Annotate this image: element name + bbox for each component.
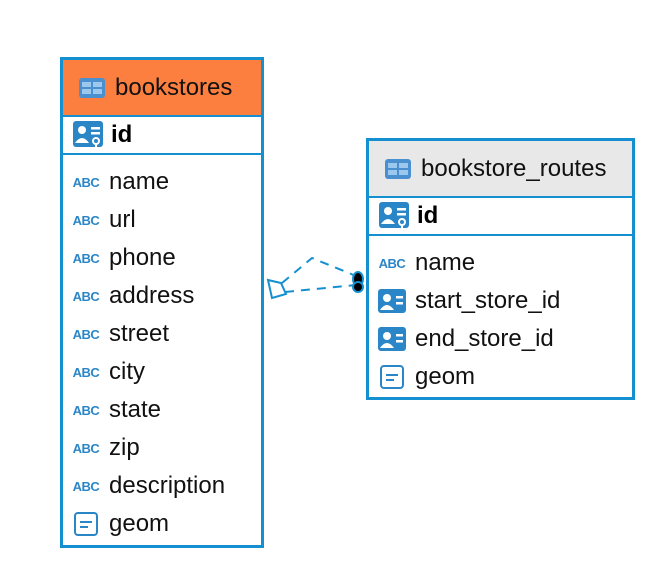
column-name: name	[415, 249, 476, 276]
column-name: id	[111, 121, 133, 148]
column-name: geom	[415, 363, 476, 390]
column-name: address	[109, 282, 195, 309]
column-name: city	[109, 358, 145, 385]
column-name: description	[109, 472, 226, 499]
table-header[interactable]: bookstores	[63, 60, 261, 117]
column-name: start_store_id	[415, 287, 561, 314]
relationship-line	[281, 256, 357, 293]
column-name: state	[109, 396, 162, 423]
column-row[interactable]: ABC name	[369, 244, 632, 282]
geometry-icon	[375, 364, 409, 390]
abc-text-icon: ABC	[72, 174, 100, 190]
column-name: url	[109, 206, 136, 233]
column-name: street	[109, 320, 170, 347]
abc-text-icon: ABC	[72, 478, 100, 494]
abc-text-icon: ABC	[72, 440, 100, 456]
column-row[interactable]: geom	[369, 358, 632, 396]
table-icon	[381, 158, 415, 180]
column-row[interactable]: ABC phone	[63, 239, 261, 277]
diamond-end-icon	[266, 278, 288, 300]
column-row[interactable]: ABC state	[63, 391, 261, 429]
many-end-icon	[352, 271, 364, 293]
table-name: bookstores	[115, 73, 233, 101]
abc-text-icon: ABC	[72, 212, 100, 228]
table-icon	[75, 77, 109, 99]
abc-text-icon: ABC	[72, 402, 100, 418]
column-row[interactable]: ABC address	[63, 277, 261, 315]
column-row[interactable]: ABC url	[63, 201, 261, 239]
foreign-key-icon	[375, 326, 409, 352]
abc-text-icon: ABC	[72, 250, 100, 266]
column-name: zip	[109, 434, 140, 461]
abc-text-icon: ABC	[72, 364, 100, 380]
foreign-key-icon	[375, 288, 409, 314]
primary-key-icon	[71, 120, 105, 150]
column-row[interactable]: start_store_id	[369, 282, 632, 320]
column-row[interactable]: ABC name	[63, 163, 261, 201]
column-row[interactable]: ABC street	[63, 315, 261, 353]
abc-text-icon: ABC	[72, 288, 100, 304]
abc-text-icon: ABC	[72, 326, 100, 342]
primary-key-icon	[377, 201, 411, 231]
column-row[interactable]: end_store_id	[369, 320, 632, 358]
abc-text-icon: ABC	[378, 255, 406, 271]
column-name: name	[109, 168, 170, 195]
column-name: id	[417, 202, 439, 229]
column-row[interactable]: geom	[63, 505, 261, 543]
column-row[interactable]: ABC description	[63, 467, 261, 505]
primary-key-row[interactable]: id	[63, 117, 261, 155]
column-name: phone	[109, 244, 176, 271]
table-name: bookstore_routes	[421, 154, 607, 182]
geometry-icon	[69, 511, 103, 537]
column-name: geom	[109, 510, 170, 537]
column-name: end_store_id	[415, 325, 554, 352]
column-row[interactable]: ABC city	[63, 353, 261, 391]
primary-key-row[interactable]: id	[369, 198, 632, 236]
table-header[interactable]: bookstore_routes	[369, 141, 632, 198]
column-row[interactable]: ABC zip	[63, 429, 261, 467]
